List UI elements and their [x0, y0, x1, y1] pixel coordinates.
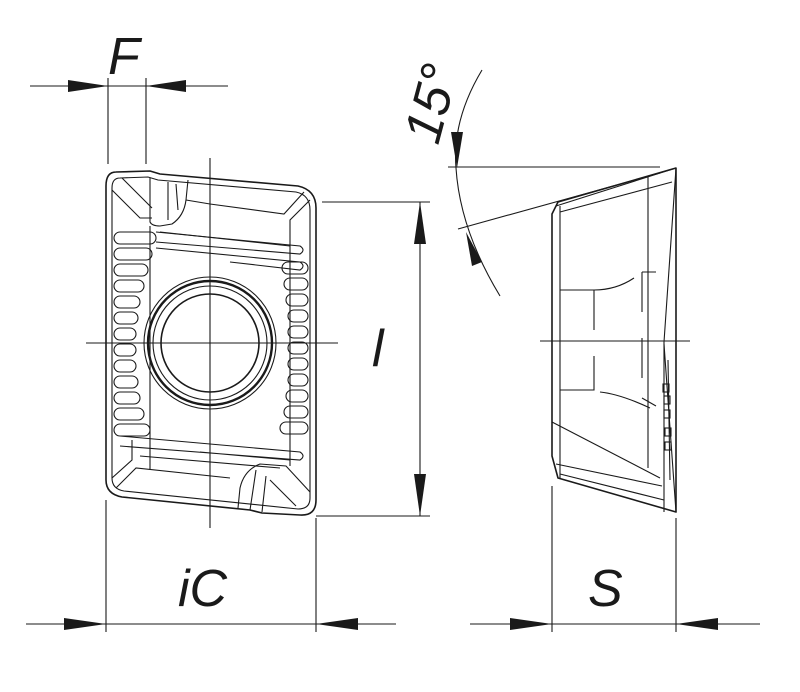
dimension-ic: iC	[26, 500, 396, 632]
label-f: F	[108, 28, 143, 86]
chipbreaker-slots-right	[279, 261, 309, 435]
dimension-angle: 15°	[394, 58, 661, 297]
label-s: S	[588, 560, 623, 618]
dimension-l: l	[316, 201, 430, 517]
chipbreaker-slots-left	[113, 231, 157, 437]
top-view	[86, 158, 338, 528]
label-ic: iC	[178, 560, 228, 618]
label-l: l	[372, 320, 385, 378]
dimension-s: S	[470, 486, 760, 632]
side-view	[540, 167, 690, 513]
dimension-f: F	[30, 28, 228, 164]
